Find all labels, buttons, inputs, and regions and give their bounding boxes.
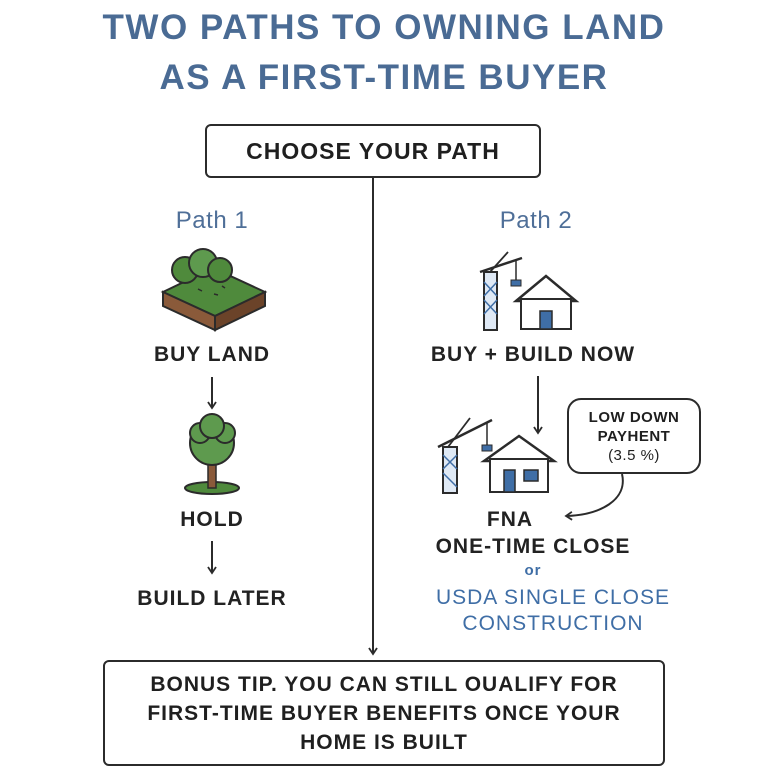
bonus-line-2: FIRST-TIME BUYER BENEFITS ONCE YOUR xyxy=(147,701,621,725)
loan-or-connector: or xyxy=(524,562,542,579)
low-down-payment-callout: LOW DOWN PAYHENT (3.5 %) xyxy=(567,398,701,474)
path2-label: Path 2 xyxy=(499,207,573,234)
path1-step-build-later: BUILD LATER xyxy=(137,587,287,610)
callout-line-2: PAYHENT xyxy=(597,428,671,445)
callout-line-3: (3.5 %) xyxy=(608,447,660,464)
title-line-2: AS A FIRST-TIME BUYER xyxy=(159,58,609,97)
bonus-tip-box: BONUS TIP. YOU CAN STILL OUALIFY FOR FIR… xyxy=(103,660,665,766)
loan-fna: FNA xyxy=(486,508,534,531)
callout-line-1: LOW DOWN xyxy=(588,409,680,426)
crane-house-icon-bottom xyxy=(437,417,558,494)
choose-your-path-box: CHOOSE YOUR PATH xyxy=(205,124,541,178)
loan-one-time-close: ONE-TIME CLOSE xyxy=(435,535,631,558)
title-line-1: TWO PATHS TO OWNING LAND xyxy=(102,8,666,47)
path2-step-buy-build-now: BUY + BUILD NOW xyxy=(430,343,636,366)
bonus-line-3: HOME IS BUILT xyxy=(300,730,468,754)
bonus-line-1: BONUS TIP. YOU CAN STILL OUALIFY FOR xyxy=(150,672,618,696)
loan-usda-line-1: USDA SINGLE CLOSE xyxy=(435,586,671,609)
callout-arrow xyxy=(564,473,624,521)
path1-label: Path 1 xyxy=(175,207,249,234)
land-plot-icon xyxy=(160,248,268,332)
path1-step-buy-land: BUY LAND xyxy=(153,343,271,366)
loan-usda-line-2: CONSTRUCTION xyxy=(462,612,644,635)
crane-house-icon-top xyxy=(479,251,580,331)
path1-step-hold: HOLD xyxy=(180,508,244,531)
tree-icon xyxy=(184,413,240,495)
